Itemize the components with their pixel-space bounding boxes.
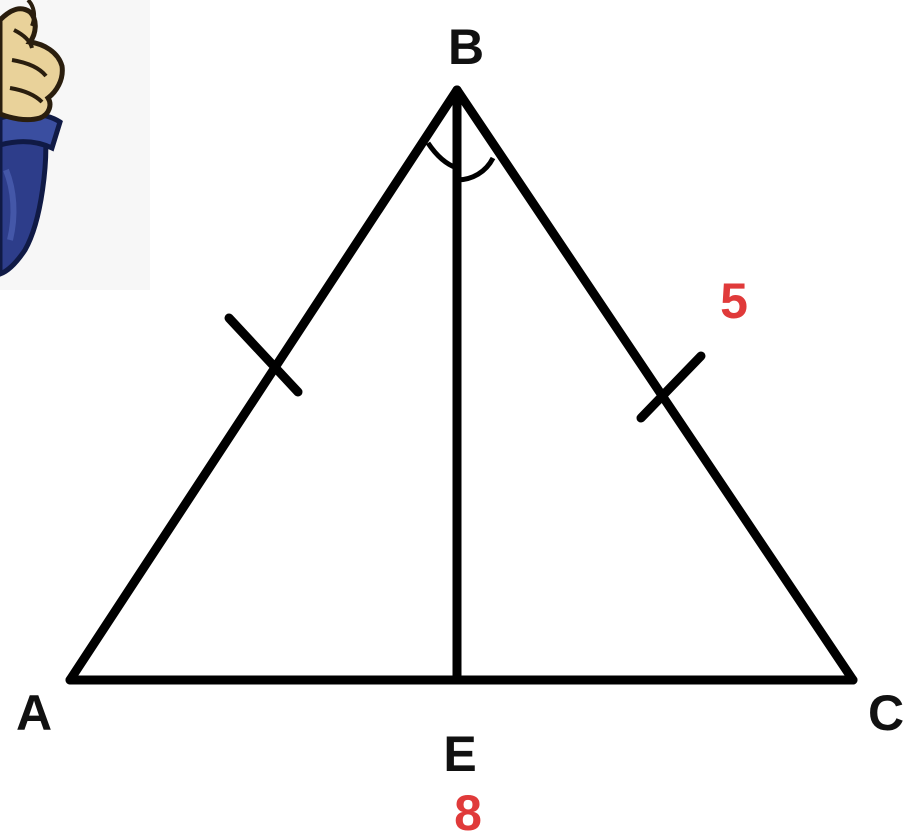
triangle-abc [65, 85, 858, 685]
length-bc: 5 [720, 273, 748, 329]
cartoon-hand-thumbs-up-icon [0, 0, 150, 290]
label-vertex-b: B [448, 19, 484, 75]
label-point-e: E [443, 726, 476, 782]
side-bc [452, 85, 858, 685]
label-vertex-a: A [16, 685, 52, 741]
angle-arc-cbe [456, 156, 496, 183]
label-vertex-c: C [868, 685, 904, 741]
congruence-ticks [224, 313, 706, 423]
angle-marks-b [425, 141, 496, 183]
side-ab [65, 85, 462, 685]
tick-ab [224, 313, 303, 397]
length-ac: 8 [454, 785, 482, 838]
tick-bc [636, 351, 706, 423]
angle-arc-abe [425, 141, 458, 171]
